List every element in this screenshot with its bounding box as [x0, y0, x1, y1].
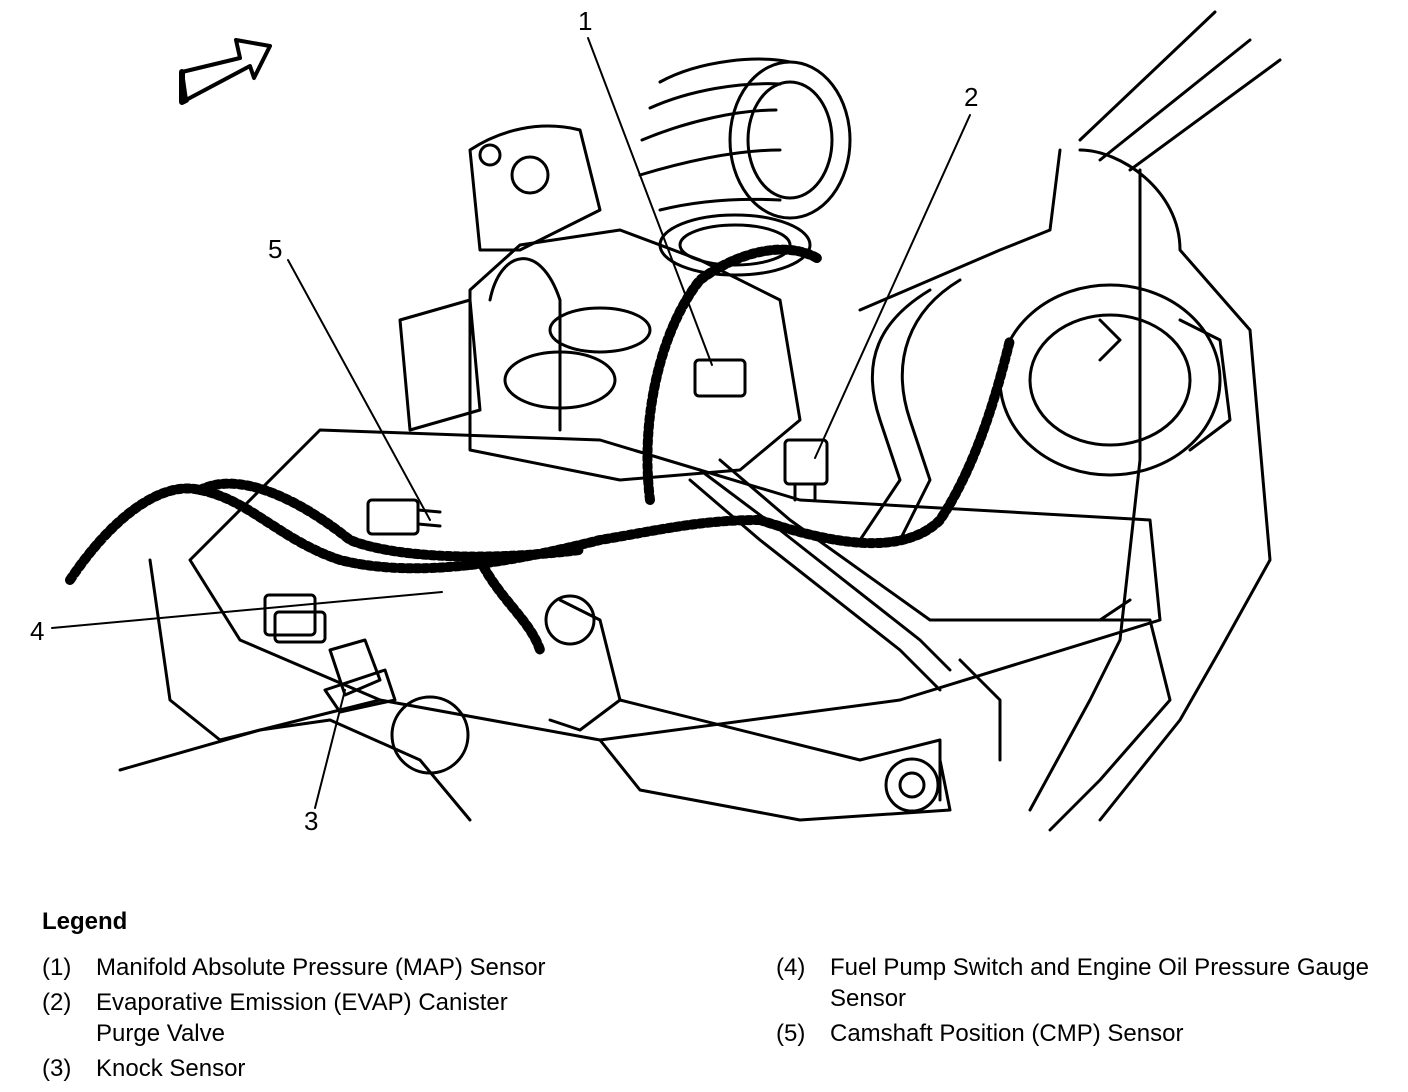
legend-item: (3) Knock Sensor	[42, 1053, 702, 1084]
callout-1: 1	[578, 6, 592, 36]
alternator	[998, 283, 1232, 477]
callout-3: 3	[304, 806, 318, 836]
callout-4: 4	[30, 616, 44, 646]
intake-manifold	[398, 124, 802, 482]
legend-item-number: (4)	[776, 954, 806, 981]
engine-block	[118, 428, 1172, 832]
legend-item: (4) Fuel Pump Switch and Engine Oil Pres…	[776, 952, 1376, 1014]
evap-purge-valve	[783, 438, 829, 502]
legend-item-number: (5)	[776, 1020, 806, 1047]
engine-diagram: 1 2 3 4 5	[30, 6, 1282, 836]
wiring-harness	[65, 244, 1015, 655]
legend-column-right: (4) Fuel Pump Switch and Engine Oil Pres…	[776, 952, 1376, 1053]
legend-item: (5) Camshaft Position (CMP) Sensor	[776, 1018, 1376, 1049]
legend-item-text: Camshaft Position (CMP) Sensor	[830, 1020, 1184, 1047]
leader-lines	[51, 37, 971, 809]
legend-item-number: (1)	[42, 954, 72, 981]
map-sensor	[693, 358, 747, 398]
legend-item-text: Evaporative Emission (EVAP) Canister Pur…	[96, 989, 508, 1047]
knock-sensor	[323, 638, 397, 714]
legend-item: (1) Manifold Absolute Pressure (MAP) Sen…	[42, 952, 702, 983]
legend-item-text: Manifold Absolute Pressure (MAP) Sensor	[96, 954, 546, 981]
callout-5: 5	[268, 234, 282, 264]
cmp-sensor	[366, 498, 442, 536]
legend-title: Legend	[42, 908, 128, 935]
legend: Legend (1) Manifold Absolute Pressure (M…	[42, 908, 1382, 1088]
fuel-lines	[688, 10, 1282, 822]
legend-item-number: (2)	[42, 989, 72, 1016]
direction-arrow-icon	[179, 38, 272, 105]
legend-item-text: Knock Sensor	[96, 1055, 246, 1082]
legend-item-number: (3)	[42, 1055, 72, 1082]
callout-2: 2	[964, 82, 978, 112]
air-intake	[638, 57, 852, 277]
legend-item: (2) Evaporative Emission (EVAP) Canister…	[42, 987, 702, 1049]
fuel-pump-switch-sensor	[263, 593, 327, 644]
legend-item-text: Fuel Pump Switch and Engine Oil Pressure…	[830, 954, 1369, 1012]
legend-column-left: (1) Manifold Absolute Pressure (MAP) Sen…	[42, 952, 702, 1088]
